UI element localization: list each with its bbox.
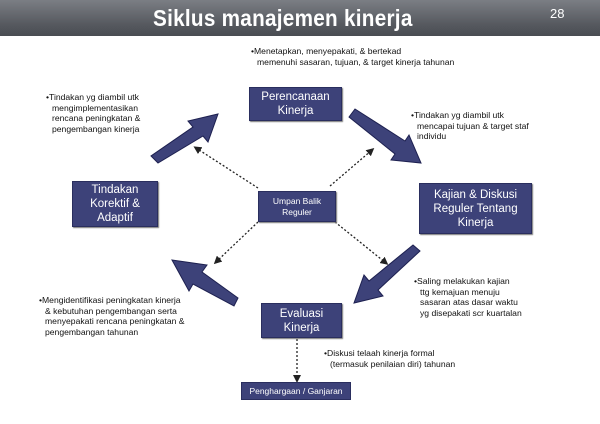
arrow-evaluation-to-corrective [171,259,239,307]
feedback-arrow-bottom-left [213,221,259,265]
evaluation-note: •Saling melakukan kajian ttg kemajuan me… [414,276,522,318]
slide-title: Siklus manajemen kinerja [153,5,413,31]
feedback-arrow-bottom-right [334,221,389,265]
arrow-review-to-evaluation [353,244,421,304]
review-box: Kajian & Diskusi Reguler Tentang Kinerja [419,183,532,234]
title-bar: Siklus manajemen kinerja 28 [0,0,600,36]
feedback-arrow-top-right [329,148,375,187]
page-number: 28 [550,6,565,21]
reward-box: Penghargaan / Ganjaran [241,382,351,400]
feedback-box: Umpan Balik Reguler [258,191,336,222]
planning-note: •Menetapkan, menyepakati, & bertekad mem… [251,46,455,67]
identify-note: •Mengidentifikasi peningkatan kinerja & … [39,295,185,337]
corrective-box: Tindakan Korektif & Adaptif [72,181,158,227]
arrow-planning-to-review [348,108,422,164]
implement-note: •Tindakan yg diambil utk mengimplementas… [46,92,141,134]
arrow-corrective-to-planning [150,113,219,164]
feedback-arrow-top-left [193,146,259,189]
formal-note: •Diskusi telaah kinerja formal (termasuk… [324,348,456,369]
evaluation-box: Evaluasi Kinerja [261,303,342,338]
planning-box: Perencanaan Kinerja [249,87,342,121]
review-note: •Tindakan yg diambil utk mencapai tujuan… [411,110,529,141]
